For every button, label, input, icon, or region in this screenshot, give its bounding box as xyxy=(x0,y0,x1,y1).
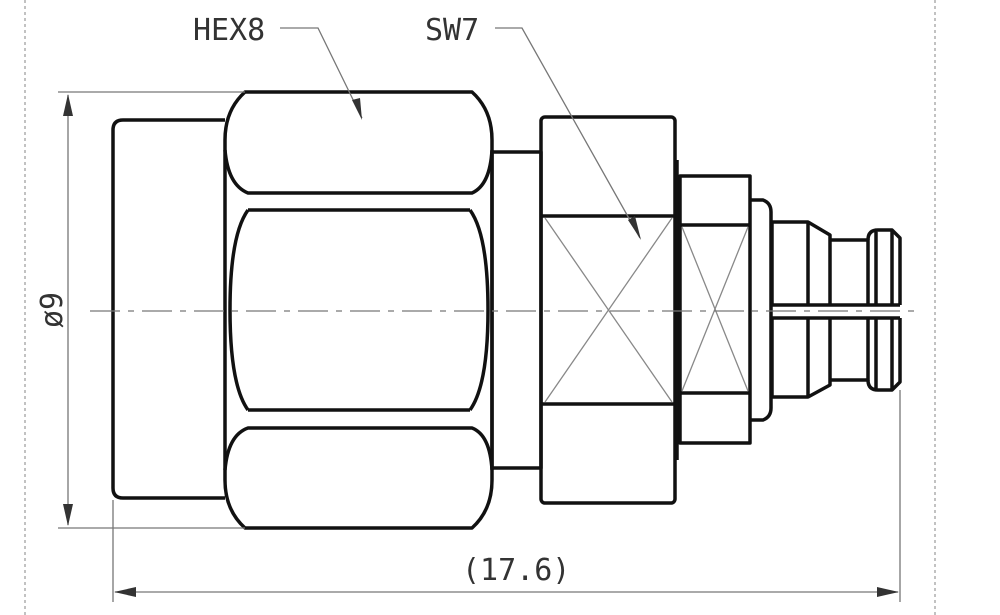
hex8-label: HEX8 xyxy=(193,13,265,48)
flange xyxy=(750,198,773,422)
length-dimension xyxy=(112,390,901,602)
sw7-leader xyxy=(495,27,641,240)
interface-body xyxy=(770,220,902,399)
end-cap xyxy=(111,118,225,500)
diameter-label: ø9 xyxy=(35,292,70,328)
hex8-leader xyxy=(280,27,363,120)
sw7-label: SW7 xyxy=(425,13,479,48)
hex8-nut xyxy=(223,90,494,530)
small-nut xyxy=(678,174,752,445)
diameter-dimension xyxy=(58,91,245,529)
sw7-nut xyxy=(539,115,679,505)
neck xyxy=(490,150,543,470)
length-label: (17.6) xyxy=(462,553,570,588)
